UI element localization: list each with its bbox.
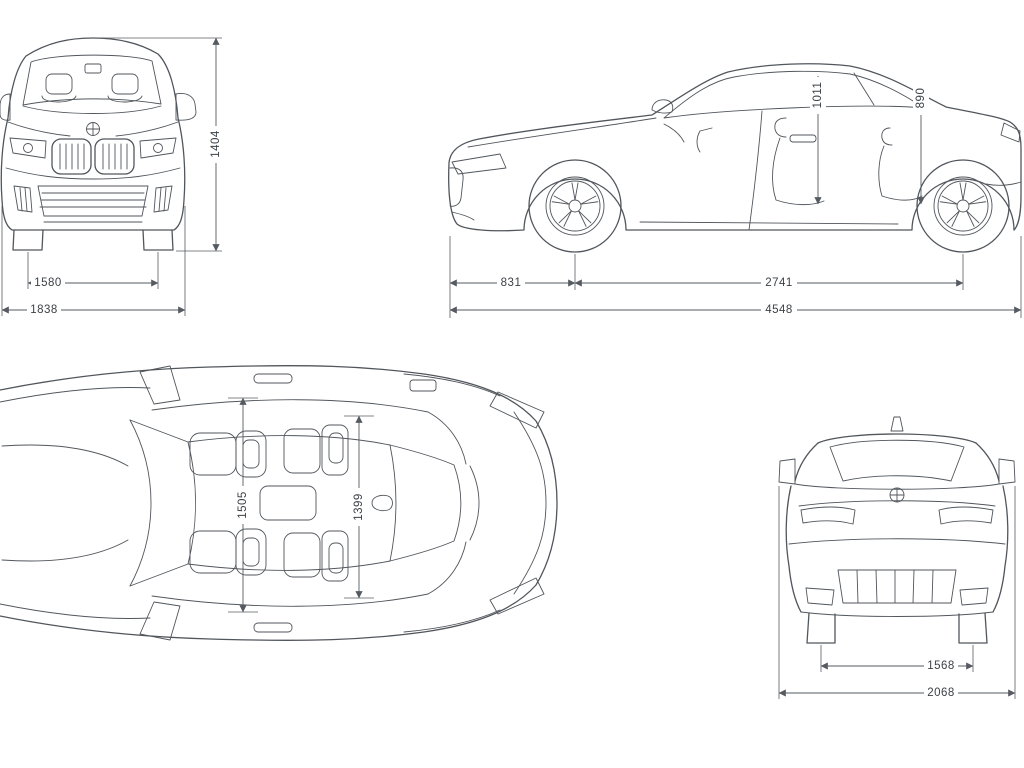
right-mirror-icon: [175, 93, 197, 121]
dim-label-rear-width: 2068: [927, 687, 955, 699]
roof-panel: [187, 435, 391, 571]
door-handle: [789, 134, 817, 143]
rear-left-tire: [806, 612, 836, 644]
dimension-headroom-rear: 890: [913, 82, 929, 205]
dim-label-interior-width-front: 1505: [237, 491, 249, 519]
kidney-grille: [51, 138, 135, 175]
rear-taillight: [800, 506, 856, 525]
front-left-tire: [12, 229, 44, 251]
dim-label-overall-length: 4548: [765, 304, 793, 316]
dim-label-rear-track: 1568: [927, 660, 955, 672]
side-interior: [663, 117, 923, 206]
hood-seam: [467, 117, 657, 148]
dimension-front-track: 1580: [27, 252, 159, 290]
dim-label-front-track: 1580: [34, 277, 62, 289]
front-body-outline: [0, 37, 197, 251]
windshield: [22, 54, 162, 106]
headrest: [111, 73, 139, 95]
dim-label-front-overhang: 831: [501, 277, 522, 289]
diffuser: [837, 569, 957, 604]
rear-body-outline: [778, 416, 1016, 644]
top-body-outline: [0, 365, 558, 641]
side-mirror-icon: [651, 99, 674, 114]
rear-window-top: [389, 444, 462, 562]
dimension-front-overhang: 831: [449, 236, 576, 318]
door-seam: [748, 110, 763, 231]
rear-right-mirror-icon: [998, 458, 1016, 485]
rear-wheel: [916, 159, 1010, 253]
top-mirror-icon: [139, 601, 181, 641]
dimension-interior-width-rear: 1399: [344, 415, 374, 599]
bmw-roundel-icon: [889, 487, 905, 503]
dimension-rear-track: 1568: [820, 645, 974, 673]
fuel-cap: [409, 379, 437, 392]
side-grille: [449, 167, 464, 207]
top-view: 1505 1399: [0, 365, 558, 641]
rearview-mirror-icon: [84, 63, 102, 74]
top-mirror-icon: [139, 365, 181, 405]
antenna-fin-icon: [890, 416, 904, 432]
door-handle: [253, 373, 293, 384]
rear-bumper-seam: [513, 411, 547, 595]
side-taillight: [1000, 122, 1021, 143]
rear-taillight: [938, 506, 994, 525]
front-lower-intakes: [13, 185, 173, 217]
center-console: [259, 485, 317, 521]
dim-label-front-height: 1404: [210, 130, 222, 158]
rear-left-mirror-icon: [778, 458, 796, 485]
dim-label-headroom-rear: 890: [915, 88, 927, 109]
cowl-line: [129, 419, 152, 587]
dim-label-headroom-front: 1011: [812, 82, 824, 109]
front-right-tire: [142, 229, 174, 251]
exhaust-tip: [805, 587, 835, 606]
side-body-outline: [448, 63, 1022, 232]
side-view: 1011 890 831 2741 4548: [448, 63, 1022, 318]
dimension-front-width: 1838: [1, 206, 186, 317]
dimension-headroom-front: 1011: [810, 75, 826, 205]
dimension-overall-length: 4548: [449, 236, 1022, 318]
taillight: [489, 577, 545, 615]
dimension-rear-width: 2068: [778, 486, 1016, 700]
bmw-roundel-icon: [86, 122, 100, 136]
headlights: [9, 137, 177, 159]
dimension-interior-width-front: 1505: [228, 397, 258, 613]
side-glass: [663, 70, 925, 119]
top-interior-seats: [189, 424, 349, 582]
dim-label-front-width: 1838: [30, 304, 58, 316]
antenna-fin-icon: [371, 494, 393, 512]
side-headlight: [451, 153, 507, 175]
rear-view: 1568 2068: [778, 416, 1016, 700]
rear-right-tire: [958, 612, 988, 644]
left-mirror-icon: [0, 93, 11, 121]
trunk-seam: [469, 465, 480, 541]
exhaust-tip: [959, 587, 989, 606]
dimension-front-height: 1404: [96, 37, 223, 252]
dim-label-wheelbase: 2741: [765, 277, 793, 289]
front-wheel: [528, 159, 622, 253]
belt-lines: [151, 399, 429, 607]
dim-label-interior-width-rear: 1399: [353, 493, 365, 521]
door-handle: [253, 622, 293, 633]
front-view: 1404 1580 1838: [0, 37, 223, 317]
rear-window: [829, 439, 965, 482]
taillight: [489, 391, 545, 429]
dimension-wheelbase: 2741: [574, 254, 964, 290]
windshield-top: [129, 419, 189, 587]
headrest: [45, 73, 73, 95]
